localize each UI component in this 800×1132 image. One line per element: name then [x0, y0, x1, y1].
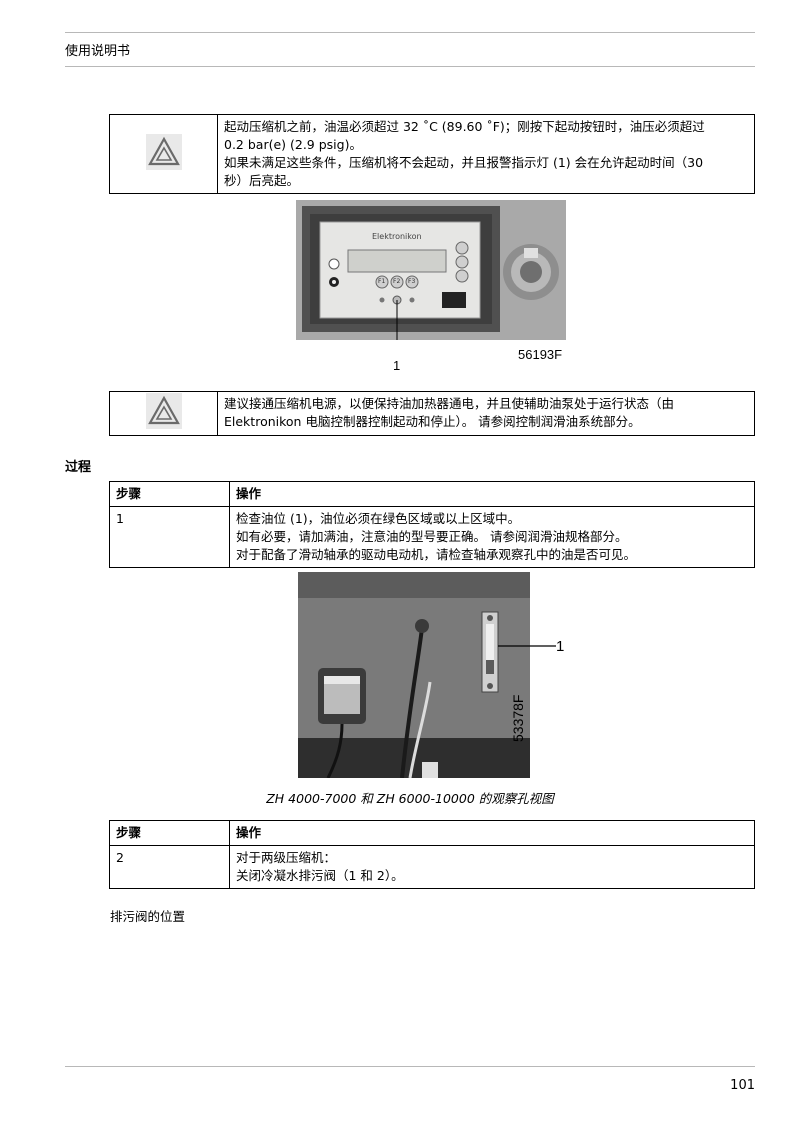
function-key-f2: F2 — [393, 278, 401, 285]
action-line: 如有必要，请加满油，注意油的型号要正确。 请参阅润滑油规格部分。 — [236, 529, 628, 544]
warning-triangle-icon — [145, 133, 182, 170]
action-line: 对于两级压缩机： — [236, 850, 337, 865]
footer-rule — [65, 1066, 755, 1067]
sight-glass-photo — [298, 572, 556, 779]
warning-icon-cell — [109, 114, 218, 194]
warning-2-line: Elektronikon 电脑控制器控制起动和停止）。 请参阅控制润滑油系统部分… — [224, 414, 641, 429]
function-key-f1: F1 — [378, 278, 386, 285]
warning-text-2: 建议接通压缩机电源，以便保持油加热器通电，并且使辅助油泵处于运行状态（由 Ele… — [217, 391, 755, 436]
page-number: 101 — [730, 1078, 755, 1093]
warning-1-line: 0.2 bar(e) (2.9 psig)。 — [224, 137, 362, 152]
table-header-row: 步骤 操作 — [109, 481, 755, 507]
section-heading: 过程 — [65, 460, 92, 475]
table-row: 2 对于两级压缩机： 关闭冷凝水排污阀（1 和 2）。 — [109, 845, 755, 889]
action-line: 关闭冷凝水排污阀（1 和 2）。 — [236, 868, 404, 883]
controller-panel-photo — [296, 200, 566, 348]
column-header-step: 步骤 — [109, 481, 230, 507]
figure-caption: ZH 4000-7000 和 ZH 6000-10000 的观察孔视图 — [266, 791, 554, 806]
column-header-action: 操作 — [229, 481, 755, 507]
step-number: 2 — [109, 845, 230, 889]
function-key-f3: F3 — [408, 278, 416, 285]
procedure-table-2: 步骤 操作 2 对于两级压缩机： 关闭冷凝水排污阀（1 和 2）。 — [109, 820, 755, 889]
warning-1-line: 如果未满足这些条件，压缩机将不会起动，并且报警指示灯 (1) 会在允许起动时间（… — [224, 155, 704, 170]
header-rule-top — [65, 32, 755, 33]
drain-valve-location-text: 排污阀的位置 — [110, 909, 186, 924]
warning-box-1: 起动压缩机之前，油温必须超过 32 ˚C (89.60 ˚F)；刚按下起动按钮时… — [109, 114, 755, 194]
figure-2-code: 53378F — [510, 694, 526, 742]
figure-1-callout: 1 — [393, 358, 401, 373]
table-header-row: 步骤 操作 — [109, 820, 755, 846]
controller-brand-label: Elektronikon — [372, 232, 422, 241]
column-header-action: 操作 — [229, 820, 755, 846]
action-line: 对于配备了滑动轴承的驱动电动机，请检查轴承观察孔中的油是否可见。 — [236, 547, 637, 562]
step-number: 1 — [109, 506, 230, 568]
warning-text-1: 起动压缩机之前，油温必须超过 32 ˚C (89.60 ˚F)；刚按下起动按钮时… — [217, 114, 755, 194]
step-action: 对于两级压缩机： 关闭冷凝水排污阀（1 和 2）。 — [229, 845, 755, 889]
figure-2-callout: 1 — [556, 638, 565, 655]
procedure-table-1: 步骤 操作 1 检查油位 (1)，油位必须在绿色区域或以上区域中。 如有必要，请… — [109, 481, 755, 568]
sight-glass-figure: 1 53378F — [298, 572, 578, 782]
warning-1-line: 起动压缩机之前，油温必须超过 32 ˚C (89.60 ˚F)；刚按下起动按钮时… — [224, 119, 705, 134]
column-header-step: 步骤 — [109, 820, 230, 846]
step-action: 检查油位 (1)，油位必须在绿色区域或以上区域中。 如有必要，请加满油，注意油的… — [229, 506, 755, 568]
figure-1-code: 56193F — [518, 347, 563, 362]
header-rule-bottom — [65, 66, 755, 67]
action-line: 检查油位 (1)，油位必须在绿色区域或以上区域中。 — [236, 511, 521, 526]
table-row: 1 检查油位 (1)，油位必须在绿色区域或以上区域中。 如有必要，请加满油，注意… — [109, 506, 755, 568]
warning-2-line: 建议接通压缩机电源，以便保持油加热器通电，并且使辅助油泵处于运行状态（由 — [224, 396, 675, 411]
warning-triangle-icon — [145, 393, 182, 429]
warning-1-line: 秒）后亮起。 — [224, 173, 300, 188]
warning-icon-cell — [109, 391, 218, 436]
controller-panel-figure: Elektronikon F1 F2 F3 1 56193F — [296, 200, 566, 380]
header-title: 使用说明书 — [65, 44, 131, 59]
warning-box-2: 建议接通压缩机电源，以便保持油加热器通电，并且使辅助油泵处于运行状态（由 Ele… — [109, 391, 755, 436]
